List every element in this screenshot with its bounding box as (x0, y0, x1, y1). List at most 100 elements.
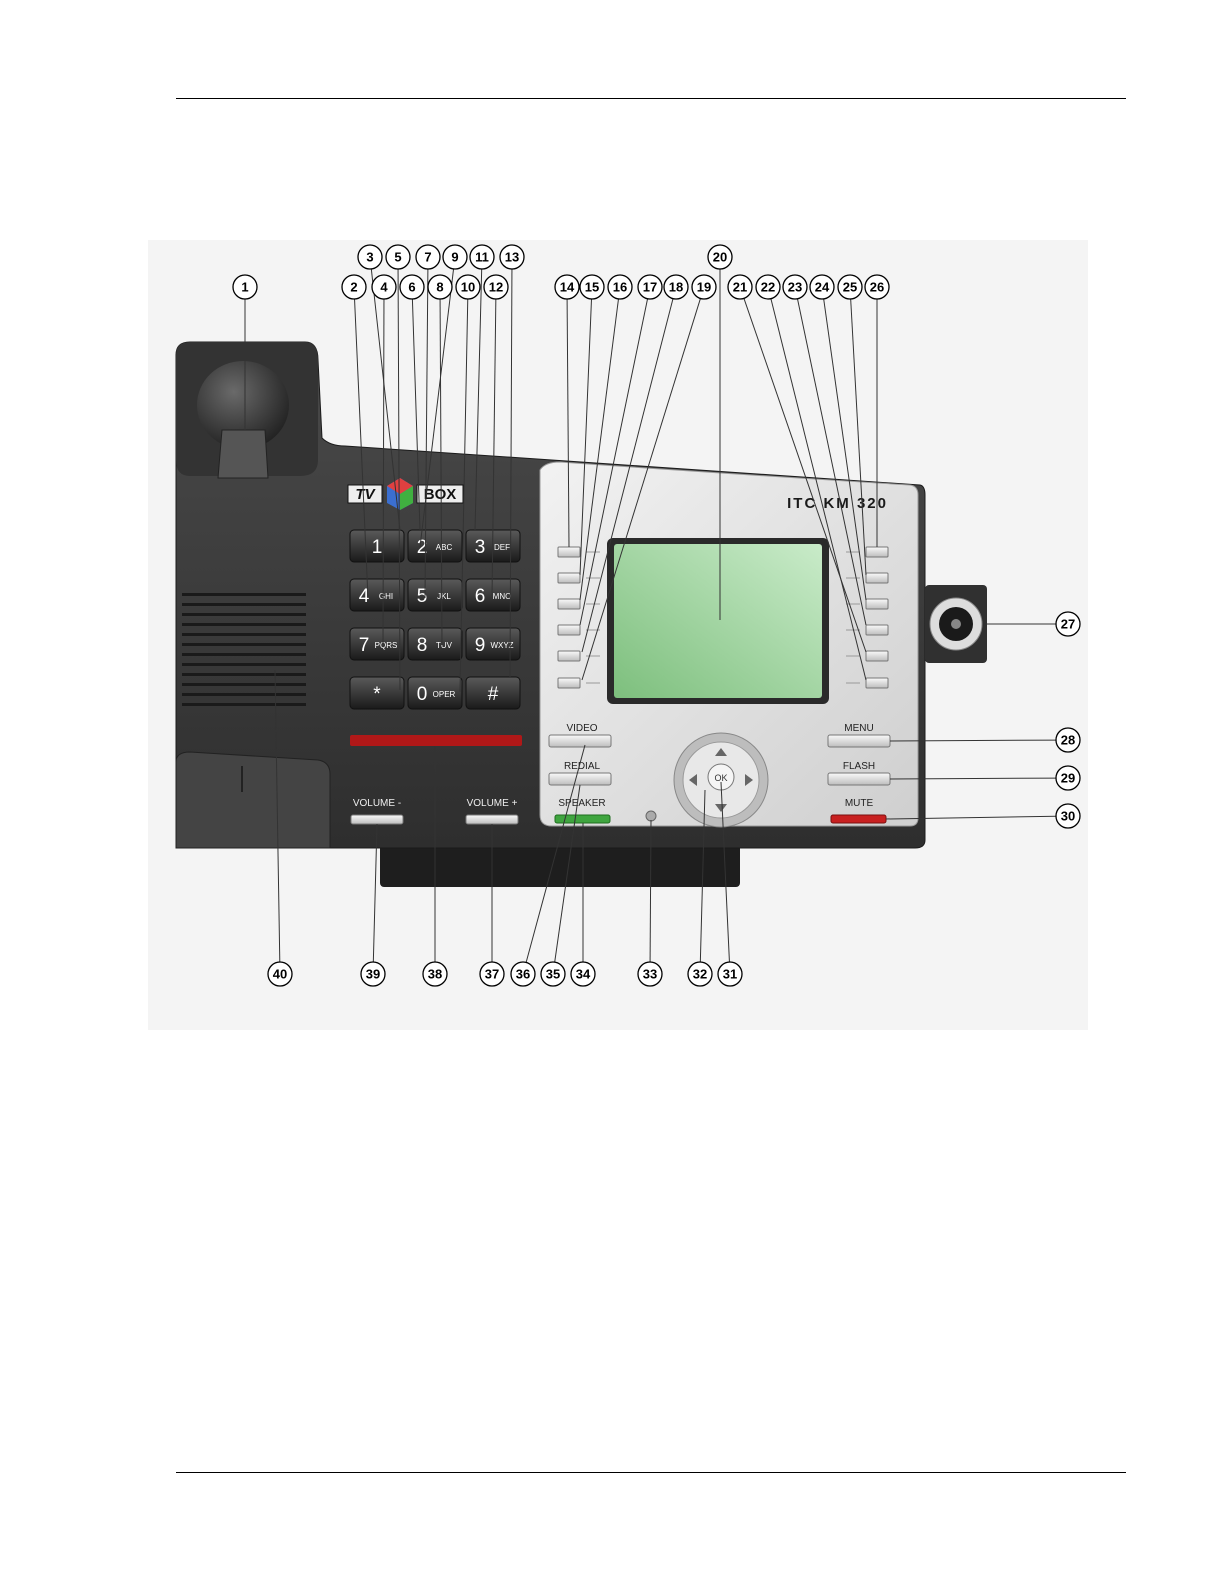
svg-text:19: 19 (697, 280, 711, 295)
svg-text:36: 36 (516, 967, 530, 982)
svg-text:23: 23 (788, 280, 802, 295)
svg-text:39: 39 (366, 967, 380, 982)
softkey-right-2[interactable] (866, 573, 888, 583)
callout-35: 35 (541, 962, 565, 986)
svg-text:3: 3 (366, 250, 373, 265)
key-letters: OPER (433, 690, 456, 699)
key-5[interactable]: 5 JKL (408, 579, 462, 611)
callout-7: 7 (416, 245, 440, 269)
svg-text:28: 28 (1061, 733, 1075, 748)
microphone (646, 811, 656, 821)
svg-text:13: 13 (505, 250, 519, 265)
flash-button[interactable] (828, 773, 890, 785)
softkey-right-3[interactable] (866, 599, 888, 609)
message-waiting-indicator (350, 735, 522, 746)
callout-39: 39 (361, 962, 385, 986)
hook-switch[interactable] (218, 430, 268, 478)
callout-23: 23 (783, 275, 807, 299)
key-letters: GHI (379, 592, 393, 601)
key-letters: JKL (437, 592, 451, 601)
key-hash[interactable]: # (466, 677, 520, 709)
softkey-left-3[interactable] (558, 599, 580, 609)
menu-button[interactable] (828, 735, 890, 747)
key-letters: PQRS (375, 641, 398, 650)
volume-down-button[interactable] (351, 815, 403, 824)
key-digit: 6 (475, 586, 486, 607)
video-button[interactable] (549, 735, 611, 747)
callout-13: 13 (500, 245, 524, 269)
key-digit: 1 (372, 537, 383, 558)
mute-button[interactable] (831, 815, 886, 823)
softkey-left-6[interactable] (558, 678, 580, 688)
svg-text:7: 7 (424, 250, 431, 265)
svg-text:5: 5 (394, 250, 401, 265)
softkey-right-6[interactable] (866, 678, 888, 688)
svg-text:15: 15 (585, 280, 599, 295)
lcd-screen (614, 544, 822, 698)
callout-32: 32 (688, 962, 712, 986)
key-digit: 5 (417, 586, 428, 607)
svg-text:8: 8 (436, 280, 443, 295)
callout-29: 29 (1056, 766, 1080, 790)
svg-text:4: 4 (380, 280, 388, 295)
callout-17: 17 (638, 275, 662, 299)
key-digit: # (488, 684, 499, 705)
callout-24: 24 (810, 275, 834, 299)
softkey-left-4[interactable] (558, 625, 580, 635)
key-digit: 9 (475, 635, 486, 656)
key-digit: 7 (359, 635, 370, 656)
callout-26: 26 (865, 275, 889, 299)
callout-5: 5 (386, 245, 410, 269)
softkey-left-1[interactable] (558, 547, 580, 557)
svg-text:20: 20 (713, 250, 727, 265)
volume-down-label: VOLUME - (353, 798, 401, 809)
svg-text:21: 21 (733, 280, 747, 295)
svg-text:16: 16 (613, 280, 627, 295)
svg-text:11: 11 (475, 250, 489, 265)
speaker-label: SPEAKER (558, 798, 605, 809)
callout-21: 21 (728, 275, 752, 299)
key-1[interactable]: 1 (350, 530, 404, 562)
softkey-left-5[interactable] (558, 651, 580, 661)
softkey-right-4[interactable] (866, 625, 888, 635)
callout-34: 34 (571, 962, 595, 986)
camera[interactable] (925, 585, 987, 663)
callout-12: 12 (484, 275, 508, 299)
menu-label: MENU (844, 723, 873, 734)
callout-27: 27 (1056, 612, 1080, 636)
svg-text:BOX: BOX (424, 486, 457, 503)
svg-text:35: 35 (546, 967, 560, 982)
svg-text:TV: TV (355, 486, 376, 503)
svg-text:27: 27 (1061, 617, 1075, 632)
svg-text:40: 40 (273, 967, 287, 982)
callout-10: 10 (456, 275, 480, 299)
callout-2: 2 (342, 275, 366, 299)
svg-text:25: 25 (843, 280, 857, 295)
softkey-right-1[interactable] (866, 547, 888, 557)
redial-button[interactable] (549, 773, 611, 785)
callout-33: 33 (638, 962, 662, 986)
svg-text:29: 29 (1061, 771, 1075, 786)
key-7[interactable]: 7 PQRS (350, 628, 404, 660)
callout-15: 15 (580, 275, 604, 299)
svg-text:30: 30 (1061, 809, 1075, 824)
speaker-button[interactable] (555, 815, 610, 823)
softkey-right-5[interactable] (866, 651, 888, 661)
callout-40: 40 (268, 962, 292, 986)
callout-9: 9 (443, 245, 467, 269)
key-star[interactable]: * (350, 677, 404, 709)
callout-19: 19 (692, 275, 716, 299)
softkey-left-2[interactable] (558, 573, 580, 583)
key-digit: 8 (417, 635, 428, 656)
volume-up-button[interactable] (466, 815, 518, 824)
svg-text:32: 32 (693, 967, 707, 982)
callout-25: 25 (838, 275, 862, 299)
volume-up-label: VOLUME + (467, 798, 518, 809)
svg-text:10: 10 (461, 280, 475, 295)
